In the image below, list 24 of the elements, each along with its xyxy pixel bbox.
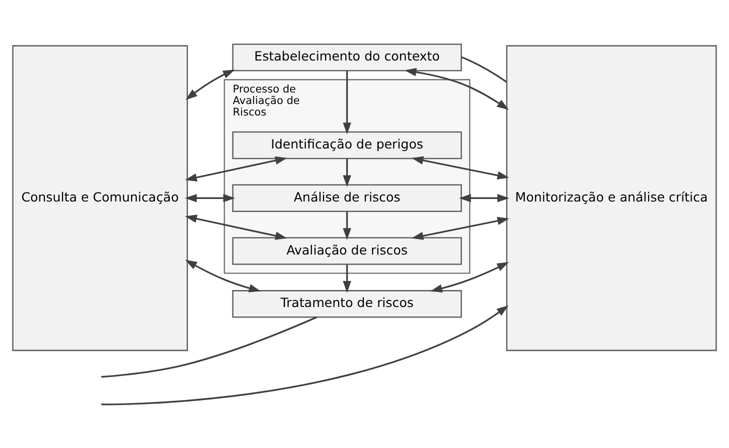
- arrow: [185, 259, 261, 292]
- arrow: [342, 158, 352, 187]
- arrow: [411, 156, 510, 179]
- node-box: Análise de riscos: [232, 184, 462, 212]
- arrow: [404, 68, 509, 110]
- arrow: [101, 304, 508, 405]
- node-box: Consulta e Comunicação: [12, 44, 188, 351]
- connector: [461, 56, 508, 82]
- arrow: [186, 69, 235, 100]
- connector: [101, 316, 318, 378]
- arrow: [411, 216, 510, 240]
- arrow: [342, 70, 352, 134]
- arrow: [342, 211, 352, 240]
- arrow: [184, 156, 288, 182]
- arrow: [184, 193, 236, 202]
- node-box: Monitorização e análise crítica: [506, 44, 717, 351]
- arrow: [459, 193, 510, 202]
- arrow: [184, 214, 288, 240]
- node-box: Identificação de perigos: [232, 130, 462, 159]
- node-box: Avaliação de riscos: [232, 236, 462, 264]
- node-box: Estabelecimento do contexto: [232, 43, 462, 71]
- arrow: [342, 264, 352, 292]
- node-box: Tratamento de riscos: [232, 290, 462, 318]
- arrow: [430, 262, 509, 292]
